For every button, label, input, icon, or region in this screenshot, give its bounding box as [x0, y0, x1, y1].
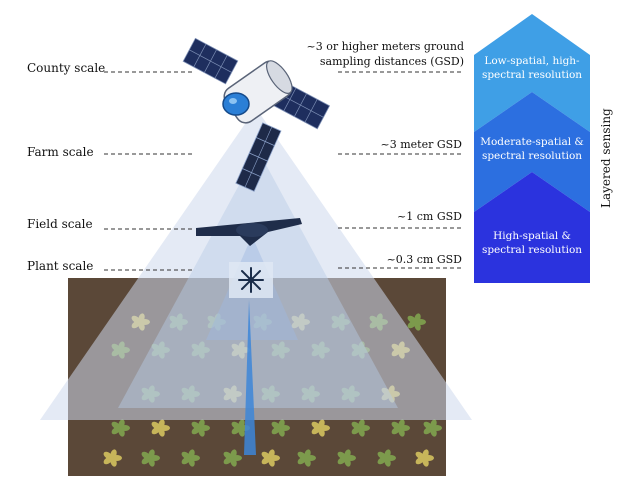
crop-plant [181, 449, 200, 467]
crop-plant [377, 449, 396, 467]
crop-plant [223, 449, 242, 467]
layered-sensing-label: Layered sensing [599, 108, 613, 208]
gsd-label-field: ~1 cm GSD [397, 210, 462, 223]
crop-plant [103, 449, 122, 467]
small-satellite-icon [235, 122, 282, 192]
large-satellite-icon [182, 37, 331, 130]
crop-plant [415, 449, 434, 467]
res-label-moderate-line2: spectral resolution [482, 150, 582, 162]
scale-label-county: County scale [27, 61, 105, 75]
ground-sensor-beam [244, 300, 256, 455]
crop-plant [407, 313, 426, 331]
crop-plant [391, 419, 410, 437]
resolution-band-high-spatial [474, 172, 590, 283]
resolution-arrow: Low-spatial, high- spectral resolution M… [474, 14, 590, 283]
resolution-band-low-spatial [474, 14, 590, 132]
resolution-band-moderate-spatial [474, 92, 590, 212]
crop-plant [297, 449, 316, 467]
gsd-label-county-line1: ~3 or higher meters ground [307, 40, 465, 53]
gsd-label-county-line2: sampling distances (GSD) [320, 55, 464, 68]
crop-plant [141, 449, 160, 467]
scale-labels: County scale Farm scale Field scale Plan… [27, 61, 194, 273]
crop-plant [111, 419, 130, 437]
crop-plant [191, 419, 210, 437]
crop-plant [351, 419, 370, 437]
ground-sensor-icon [229, 262, 273, 298]
drone-icon [196, 218, 302, 246]
res-label-high-line2: spectral resolution [482, 244, 582, 256]
scale-label-field: Field scale [27, 217, 93, 231]
crop-plant [261, 449, 280, 467]
crop-plant [151, 419, 170, 437]
crop-plant [423, 419, 442, 437]
res-label-moderate-line1: Moderate-spatial & [480, 136, 584, 148]
crop-plant [271, 419, 290, 437]
gsd-labels: ~3 or higher meters ground sampling dist… [307, 40, 465, 269]
scale-label-farm: Farm scale [27, 145, 94, 159]
res-label-low-line2: spectral resolution [482, 69, 582, 81]
res-label-high-line1: High-spatial & [493, 230, 571, 242]
crop-plant [337, 449, 356, 467]
res-label-low-line1: Low-spatial, high- [484, 55, 580, 67]
scale-label-plant: Plant scale [27, 259, 93, 273]
gsd-label-plant: ~0.3 cm GSD [387, 253, 463, 266]
crop-plant [311, 419, 330, 437]
gsd-label-farm: ~3 meter GSD [381, 138, 463, 151]
